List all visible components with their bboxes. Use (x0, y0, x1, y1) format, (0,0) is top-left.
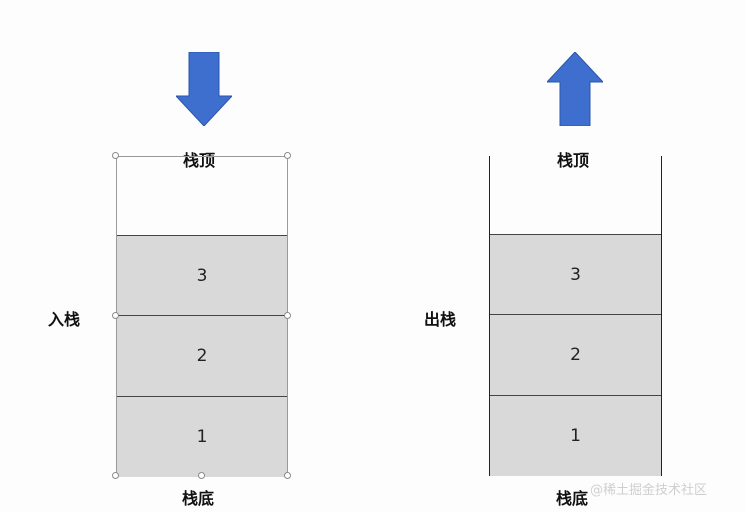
watermark: @稀土掘金技术社区 (590, 483, 708, 498)
push-stack-item: 3 (117, 235, 287, 315)
pop-stack-item: 3 (490, 234, 661, 314)
push-side-label: 入栈 (48, 310, 81, 329)
pop-stack-bottom-label: 栈底 (556, 489, 589, 508)
push-stack-top-label: 栈顶 (183, 151, 216, 170)
resize-handle[interactable] (284, 472, 291, 479)
resize-handle[interactable] (112, 472, 119, 479)
pop-side-label: 出栈 (424, 310, 457, 329)
push-stack-bottom-label: 栈底 (182, 489, 215, 508)
pop-stack-top-label: 栈顶 (557, 151, 590, 170)
push-stack-item: 2 (117, 315, 287, 396)
pop-arrow-up-icon (547, 52, 603, 126)
resize-handle[interactable] (284, 152, 291, 159)
pop-stack: 3 2 1 (489, 156, 662, 476)
resize-handle[interactable] (284, 312, 291, 319)
resize-handle[interactable] (112, 312, 119, 319)
resize-handle[interactable] (198, 472, 205, 479)
push-stack: 3 2 1 (116, 156, 288, 477)
pop-stack-item: 2 (490, 314, 661, 395)
pop-stack-item: 1 (490, 395, 661, 476)
push-arrow-down-icon (176, 52, 232, 126)
resize-handle[interactable] (112, 152, 119, 159)
push-stack-item: 1 (117, 396, 287, 477)
